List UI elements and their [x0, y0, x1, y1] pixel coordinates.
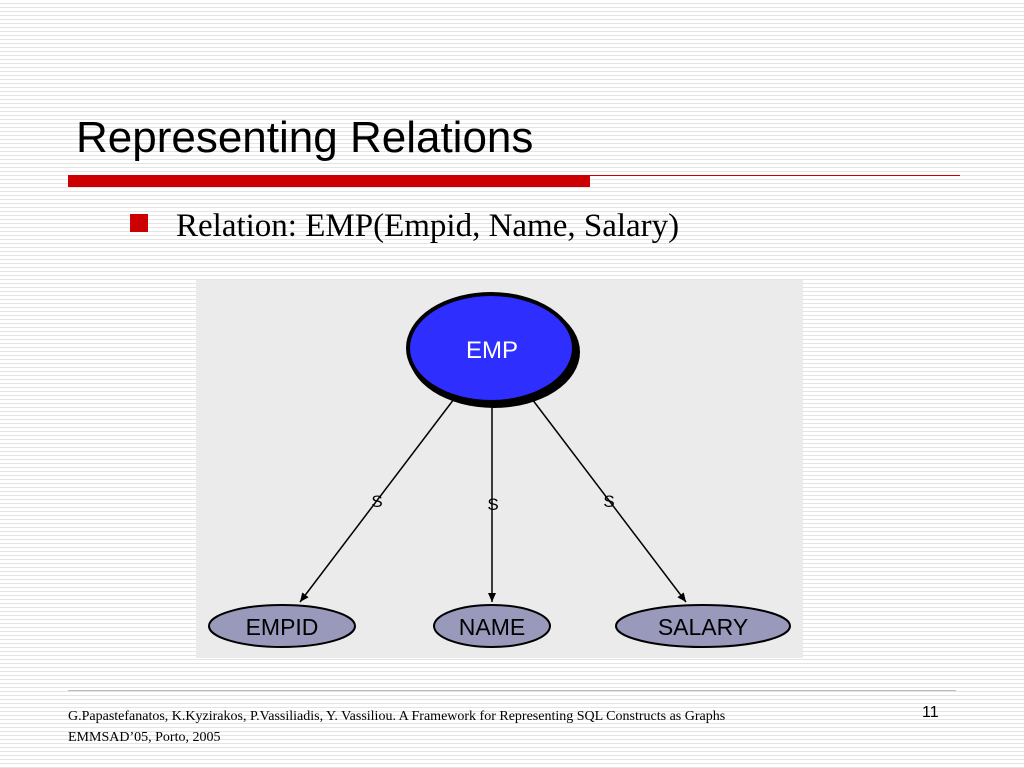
edge-label-empid: S [371, 492, 382, 511]
edge-label-salary: S [603, 492, 614, 511]
attribute-node-name [433, 604, 551, 648]
edge-label-name: S [487, 495, 498, 514]
root-node-label: EMP [466, 337, 518, 364]
footer-citation: G.Papastefanatos, K.Kyzirakos, P.Vassili… [68, 706, 725, 748]
footer-divider [68, 690, 956, 691]
bullet-text: Relation: EMP(Empid, Name, Salary) [176, 208, 680, 244]
footer-citation-line2: EMMSAD’05, Porto, 2005 [68, 730, 221, 745]
edge-emp-salary [531, 398, 687, 603]
attribute-node-empid-label: EMPID [246, 614, 319, 640]
attribute-node-empid [208, 604, 356, 648]
root-node-emp [406, 292, 576, 404]
attribute-node-salary [615, 604, 791, 648]
attribute-node-salary-label: SALARY [658, 614, 748, 640]
attribute-node-name-label: NAME [459, 614, 525, 640]
title-underline-thick [68, 175, 590, 187]
slide-title: Representing Relations [76, 113, 534, 162]
footer-citation-line1: G.Papastefanatos, K.Kyzirakos, P.Vassili… [68, 709, 726, 724]
edge-emp-empid [299, 398, 455, 603]
square-bullet-icon [130, 214, 148, 232]
page-number: 11 [922, 704, 939, 721]
relation-graph-diagram: S S S EMP EMPID NAME SALARY [196, 280, 803, 658]
title-underline-thin [590, 175, 960, 176]
